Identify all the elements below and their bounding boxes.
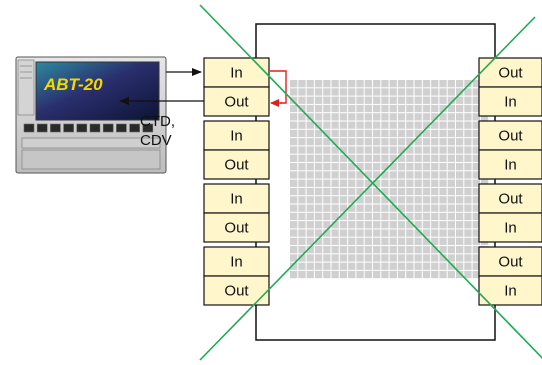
- device-screen: [35, 61, 160, 121]
- left-port-label-1: In: [230, 65, 243, 82]
- ctd-label-line-1: CTD,: [140, 113, 175, 130]
- right-port-label-1: Out: [498, 65, 523, 82]
- left-port-label-2: Out: [224, 94, 249, 111]
- right-port-label-4: In: [504, 157, 517, 174]
- right-port-label-3: Out: [498, 128, 523, 145]
- right-port-4: [478, 149, 542, 180]
- left-port-label-3: In: [230, 128, 243, 145]
- left-port-6: [203, 212, 270, 243]
- switching-matrix: [290, 80, 489, 279]
- right-port-8: [478, 275, 542, 306]
- right-port-7: [478, 246, 542, 277]
- ctd-label-line-2: CDV: [140, 132, 172, 149]
- left-port-4: [203, 149, 270, 180]
- device-keypad: [23, 123, 154, 133]
- right-port-3: [478, 120, 542, 151]
- right-port-6: [478, 212, 542, 243]
- cross-line-left-to-right: [199, 4, 542, 359]
- left-port-label-7: In: [230, 254, 243, 271]
- left-port-1: [203, 57, 270, 88]
- loopback-arrow: [270, 70, 287, 104]
- left-port-label-6: Out: [224, 220, 249, 237]
- right-port-5: [478, 183, 542, 214]
- right-port-label-5: Out: [498, 191, 523, 208]
- abt-20-device: [15, 56, 167, 174]
- left-port-7: [203, 246, 270, 277]
- device-model-label: ABT-20: [43, 75, 103, 94]
- cross-line-right-to-left: [199, 16, 536, 361]
- ctd-cdv-label: CTD, CDV: [140, 112, 175, 150]
- left-port-label-5: In: [230, 191, 243, 208]
- right-port-label-6: In: [504, 220, 517, 237]
- right-port-label-7: Out: [498, 254, 523, 271]
- right-port-label-8: In: [504, 283, 517, 300]
- right-port-label-2: In: [504, 94, 517, 111]
- left-port-3: [203, 120, 270, 151]
- left-port-label-4: Out: [224, 157, 249, 174]
- left-port-label-8: Out: [224, 283, 249, 300]
- right-port-2: [478, 86, 542, 117]
